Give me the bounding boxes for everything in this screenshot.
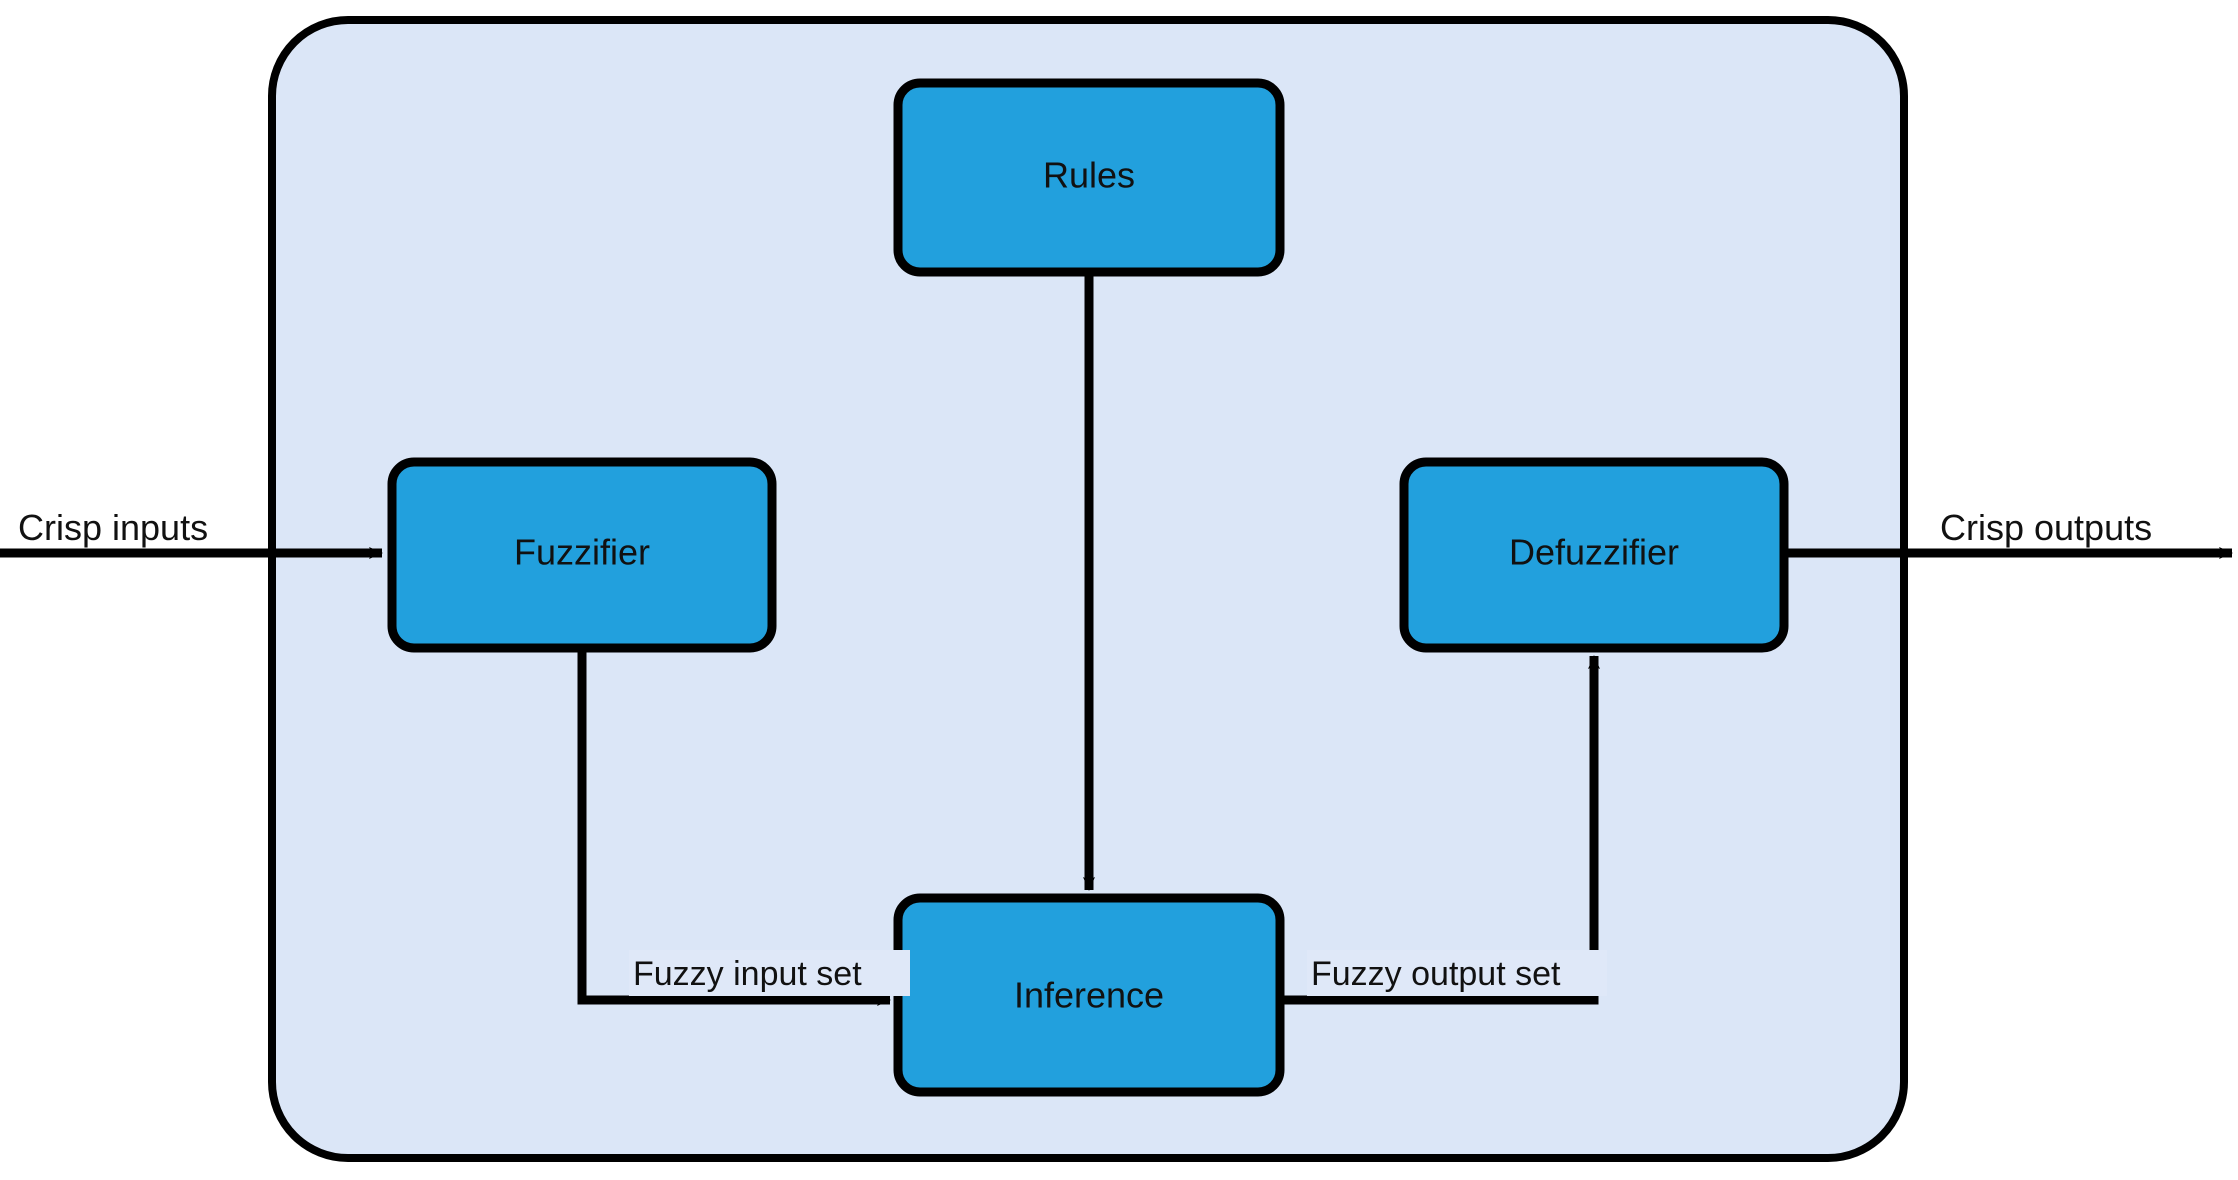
node-rules[interactable]: Rules <box>893 78 1285 277</box>
edge-label-fuzzy-output-set-text: Fuzzy output set <box>1311 955 1561 993</box>
node-inference[interactable]: Inference <box>893 893 1285 1097</box>
edge-label-fuzzy-output-set: Fuzzy output set <box>1307 950 1607 996</box>
crisp-outputs-label: Crisp outputs <box>1940 507 2152 548</box>
edge-label-fuzzy-input-set: Fuzzy input set <box>629 950 910 996</box>
node-defuzzifier-label: Defuzzifier <box>1509 532 1679 573</box>
node-rules-box[interactable] <box>893 78 1285 277</box>
node-fuzzifier[interactable]: Fuzzifier <box>387 457 777 653</box>
edge-label-fuzzy-input-set-text: Fuzzy input set <box>633 955 862 993</box>
node-rules-label: Rules <box>1043 155 1135 196</box>
node-fuzzifier-box[interactable] <box>387 457 777 653</box>
node-fuzzifier-label: Fuzzifier <box>514 532 650 573</box>
fuzzifier-to-inference-arrow <box>577 648 891 1006</box>
node-defuzzifier[interactable]: Defuzzifier <box>1399 457 1789 653</box>
node-inference-label: Inference <box>1014 975 1164 1016</box>
inference-to-defuzzifier-arrow <box>1280 655 1600 1005</box>
edge-label-fuzzy-output-set-bg <box>1307 950 1607 996</box>
node-defuzzifier-box[interactable] <box>1399 457 1789 653</box>
edge-label-fuzzy-input-set-bg <box>629 950 910 996</box>
crisp-inputs-label: Crisp inputs <box>18 507 208 548</box>
